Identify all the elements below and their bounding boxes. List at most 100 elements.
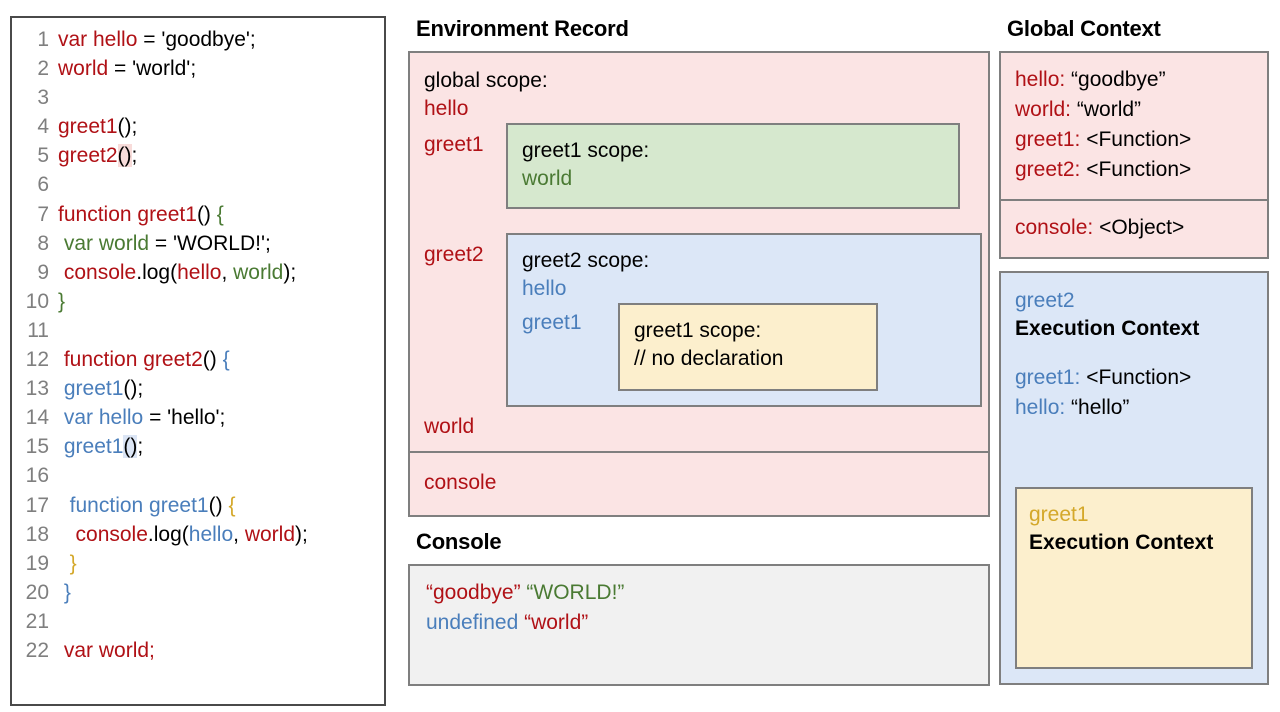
greet2-scope-tag: greet2 bbox=[424, 243, 484, 266]
global-context-entry: hello: “goodbye” bbox=[1015, 65, 1267, 95]
code-line-text: greet2(); bbox=[58, 144, 137, 168]
code-line: 6 bbox=[12, 173, 384, 202]
code-token: = bbox=[137, 28, 162, 51]
code-token: , bbox=[221, 260, 234, 284]
code-line: 21 bbox=[12, 610, 384, 639]
context-key: greet1: bbox=[1015, 366, 1087, 389]
code-token: { bbox=[228, 493, 236, 517]
code-line-text: var hello = 'hello'; bbox=[58, 406, 226, 430]
code-line-text: function greet2() { bbox=[58, 348, 230, 372]
code-line-number: 11 bbox=[27, 318, 49, 342]
context-key: world: bbox=[1015, 98, 1077, 121]
global-context-objects: console: <Object> bbox=[1001, 201, 1267, 257]
code-line: 1 var hello = 'goodbye'; bbox=[12, 28, 384, 57]
code-token: = 'WORLD!'; bbox=[149, 231, 271, 255]
global-context-box: hello: “goodbye”world: “world”greet1: <F… bbox=[999, 51, 1269, 259]
code-line-text: greet1(); bbox=[58, 435, 143, 459]
code-token: .log( bbox=[136, 260, 178, 284]
code-token: world bbox=[58, 57, 109, 81]
context-value: <Function> bbox=[1086, 128, 1192, 151]
global-scope-header: global scope: bbox=[424, 69, 548, 92]
code-token: var hello bbox=[58, 28, 138, 51]
code-token: () bbox=[208, 493, 229, 517]
console-title: Console bbox=[416, 529, 502, 554]
environment-record-divider bbox=[410, 451, 988, 453]
code-token: hello bbox=[177, 260, 222, 284]
code-line: 13 greet1(); bbox=[12, 377, 384, 406]
code-line-text: var world = 'WORLD!'; bbox=[58, 232, 271, 256]
code-line-text: function greet1() { bbox=[58, 493, 236, 518]
greet1-execution-context-name: greet1 bbox=[1029, 503, 1089, 526]
code-token: 'goodbye'; bbox=[161, 28, 256, 51]
code-line-number: 8 bbox=[37, 231, 49, 255]
code-token: = 'hello'; bbox=[143, 406, 226, 430]
greet1-execution-context-title: Execution Context bbox=[1029, 531, 1214, 554]
code-line-text: var hello = 'goodbye'; bbox=[58, 28, 256, 52]
code-panel: 1 var hello = 'goodbye'; 2 world = 'world';… bbox=[10, 16, 386, 706]
global-context-entry: greet2: <Function> bbox=[1015, 155, 1267, 185]
global-context-divider bbox=[1001, 199, 1267, 201]
code-line-number: 22 bbox=[25, 638, 49, 662]
code-token: ); bbox=[283, 260, 297, 284]
middle-column: Environment Record global scope: hello g… bbox=[408, 16, 990, 686]
code-line-number: 5 bbox=[37, 144, 49, 168]
spacer bbox=[410, 209, 988, 233]
right-column: Global Context hello: “goodbye”world: “w… bbox=[999, 16, 1269, 685]
code-token: greet2 bbox=[58, 144, 118, 168]
code-token: .log( bbox=[147, 522, 189, 546]
code-token: greet1 bbox=[63, 435, 124, 459]
context-value: <Function> bbox=[1086, 158, 1192, 181]
spacer bbox=[1015, 343, 1267, 363]
code-token: greet1 bbox=[63, 377, 124, 401]
greet2-scope-box: greet2 scope: hello greet1 greet1 scope:… bbox=[506, 233, 982, 407]
context-key: console: bbox=[1015, 216, 1100, 239]
code-token: (); bbox=[117, 115, 138, 139]
code-token: greet1 bbox=[58, 115, 118, 139]
code-line-number: 1 bbox=[37, 28, 49, 51]
code-line-number: 20 bbox=[25, 580, 49, 604]
greet2-scope-row: greet2 greet2 scope: hello greet1 greet1… bbox=[410, 233, 988, 407]
code-line-number: 7 bbox=[37, 202, 49, 226]
code-token: world bbox=[244, 522, 295, 546]
code-token: console bbox=[75, 522, 148, 546]
code-token: { bbox=[216, 202, 224, 226]
global-entry-world: world bbox=[424, 415, 475, 438]
code-line: 3 bbox=[12, 86, 384, 115]
code-token: var world bbox=[63, 231, 150, 255]
code-token: function greet1 bbox=[69, 493, 209, 517]
code-token: { bbox=[222, 348, 230, 372]
context-value: <Object> bbox=[1099, 216, 1185, 239]
environment-record-title: Environment Record bbox=[416, 16, 629, 41]
code-line-text: } bbox=[58, 290, 65, 314]
code-token: function greet1 bbox=[58, 202, 197, 226]
code-line-number: 15 bbox=[25, 435, 49, 459]
environment-record-box: global scope: hello greet1 greet1 scope:… bbox=[408, 51, 990, 517]
code-line-text: world = 'world'; bbox=[58, 57, 196, 81]
code-line-number: 19 bbox=[25, 551, 49, 575]
code-line-number: 3 bbox=[37, 86, 49, 110]
code-line: 22 var world; bbox=[12, 639, 384, 668]
greet1-scope-tag: greet1 bbox=[424, 133, 484, 156]
greet1-execution-context-box: greet1 Execution Context bbox=[1015, 487, 1253, 669]
code-line-text: greet1(); bbox=[58, 377, 143, 401]
code-token: (); bbox=[123, 377, 144, 401]
code-token: function greet2 bbox=[63, 348, 203, 372]
code-token: } bbox=[69, 551, 77, 575]
console-token: “WORLD!” bbox=[526, 581, 625, 604]
context-value: “hello” bbox=[1071, 396, 1130, 419]
code-line: 20 } bbox=[12, 581, 384, 610]
global-context-variables: hello: “goodbye”world: “world”greet1: <F… bbox=[1001, 53, 1267, 199]
code-line-number: 14 bbox=[25, 406, 49, 430]
code-line: 14 var hello = 'hello'; bbox=[12, 406, 384, 435]
code-token: } bbox=[58, 289, 66, 313]
code-token bbox=[58, 494, 70, 517]
code-token bbox=[58, 523, 76, 546]
code-line-number: 2 bbox=[37, 57, 49, 81]
global-context-entry: world: “world” bbox=[1015, 95, 1267, 125]
code-line-number: 9 bbox=[37, 260, 49, 284]
nested-greet1-row: greet1 greet1 scope: // no declaration bbox=[522, 303, 980, 391]
context-value: “world” bbox=[1076, 98, 1142, 121]
greet1-scope-header: greet1 scope: bbox=[522, 139, 650, 162]
code-line: 11 bbox=[12, 319, 384, 348]
greet1-scope-box: greet1 scope: world bbox=[506, 123, 960, 209]
